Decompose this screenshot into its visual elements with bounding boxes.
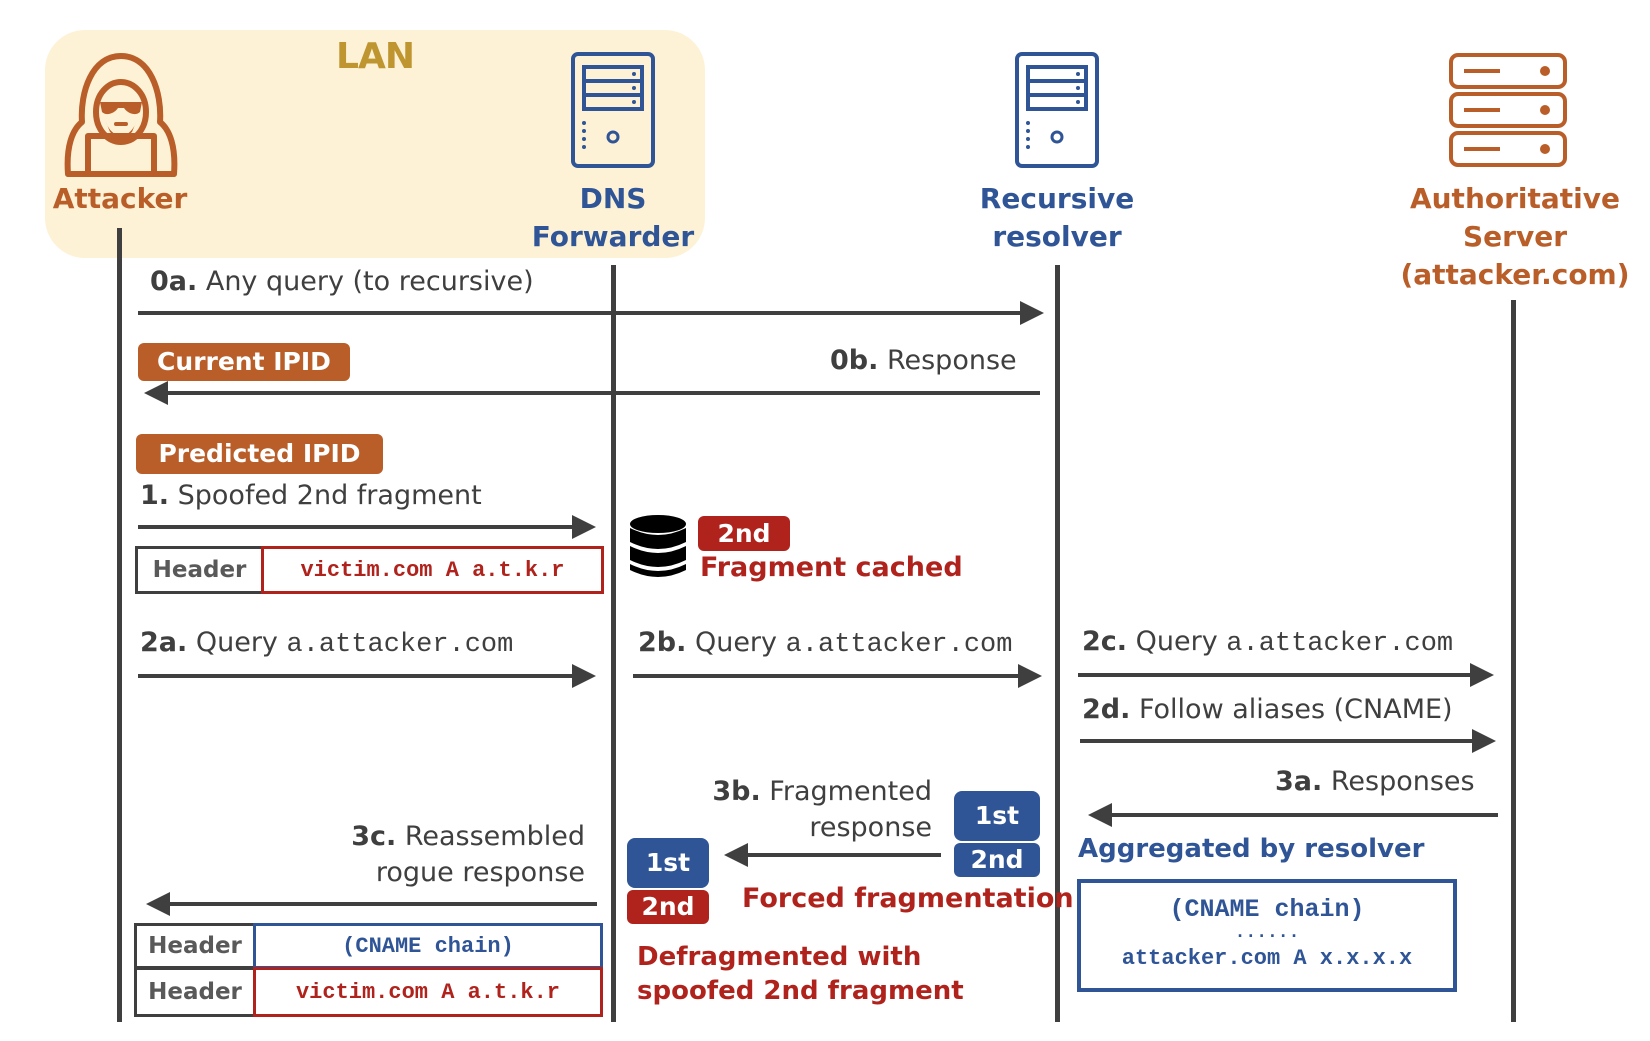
resolver-label: Recursive resolver — [957, 180, 1157, 256]
message-text: Follow aliases (CNAME) — [1130, 694, 1453, 725]
authoritative-label: Authoritative Server (attacker.com) — [1395, 180, 1635, 294]
forwarder-lifeline — [611, 265, 616, 1022]
spoofed-record: victim.com A a.t.k.r — [261, 546, 604, 594]
database-icon — [630, 515, 686, 577]
step-label: 2c. — [1082, 626, 1128, 657]
cached-2nd-badge: 2nd — [698, 516, 790, 551]
server-tower-icon — [1015, 52, 1099, 168]
aggregated-response-box: (CNAME chain) ...... attacker.com A x.x.… — [1077, 879, 1457, 992]
message-text: Fragmented — [760, 776, 932, 807]
authoritative-label-line3: (attacker.com) — [1400, 258, 1630, 291]
message-2a: 2a. Query a.attacker.com — [140, 627, 513, 660]
resolver-label-line2: resolver — [992, 220, 1122, 253]
authoritative-lifeline — [1511, 300, 1516, 1022]
aggregated-label: Aggregated by resolver — [1078, 834, 1425, 864]
message-2d: 2d. Follow aliases (CNAME) — [1082, 694, 1453, 725]
ellipsis-text: ...... — [1234, 923, 1300, 943]
lan-label: LAN — [336, 36, 415, 77]
message-0b: 0b. Response — [830, 345, 1017, 376]
step-label: 2d. — [1082, 694, 1131, 725]
authoritative-label-line2: Server — [1462, 220, 1567, 253]
message-2c: 2c. Query a.attacker.com — [1082, 626, 1453, 659]
current-ipid-badge: Current IPID — [138, 343, 350, 381]
step-label: 3b. — [712, 776, 761, 807]
step-label: 2b. — [638, 627, 687, 658]
packet-header: Header — [135, 546, 264, 594]
defragmented-label: Defragmented with spoofed 2nd fragment — [637, 940, 964, 1008]
server-tower-icon — [571, 52, 655, 168]
message-3a: 3a. Responses — [1275, 766, 1475, 797]
cname-chain-record: (CNAME chain) — [253, 923, 603, 969]
message-0a: 0a. Any query (to recursive) — [150, 266, 534, 297]
message-3b: 3b. Fragmented response — [700, 774, 932, 846]
authoritative-label-line1: Authoritative — [1409, 182, 1621, 215]
resolver-lifeline — [1055, 265, 1060, 1022]
packet-header: Header — [134, 967, 256, 1017]
cname-chain-text: (CNAME chain) — [1169, 895, 1365, 924]
message-text: Any query (to recursive) — [197, 266, 534, 297]
message-3c: 3c. Reassembled rogue response — [300, 819, 585, 891]
resolver-label-line1: Recursive — [979, 182, 1135, 215]
forced-fragmentation-label: Forced fragmentation — [742, 883, 1074, 914]
predicted-ipid-badge: Predicted IPID — [136, 434, 383, 474]
step-label: 3c. — [351, 821, 397, 852]
step-label: 2a. — [140, 627, 188, 658]
step-label: 0b. — [830, 345, 879, 376]
step-label: 3a. — [1275, 766, 1323, 797]
packet-header: Header — [134, 923, 256, 969]
forwarder-label-line1: DNS — [579, 182, 647, 215]
message-1: 1. Spoofed 2nd fragment — [140, 480, 482, 511]
attacker-label: Attacker — [52, 182, 188, 215]
defrag-2nd-badge: 2nd — [627, 890, 709, 924]
defrag-1st-badge: 1st — [627, 838, 709, 888]
message-text: Spoofed 2nd fragment — [169, 480, 482, 511]
spoofed-record: victim.com A a.t.k.r — [253, 967, 603, 1017]
domain-code: a.attacker.com — [785, 630, 1013, 660]
attacker-lifeline — [117, 228, 122, 1022]
message-text: Query — [686, 627, 786, 658]
message-text: Query — [1127, 626, 1227, 657]
fragment-1st-badge: 1st — [954, 791, 1040, 841]
message-text: response — [809, 812, 932, 843]
message-text: Query — [187, 627, 287, 658]
defragmented-line2: spoofed 2nd fragment — [637, 976, 964, 1006]
message-text: rogue response — [375, 857, 585, 888]
step-label: 1. — [140, 480, 170, 511]
defragmented-line1: Defragmented with — [637, 942, 922, 972]
server-rack-icon — [1449, 53, 1567, 167]
domain-code: a.attacker.com — [1226, 629, 1454, 659]
message-2b: 2b. Query a.attacker.com — [638, 627, 1012, 660]
forwarder-label: DNS Forwarder — [513, 180, 713, 256]
fragment-2nd-badge: 2nd — [954, 843, 1040, 877]
message-text: Reassembled — [396, 821, 585, 852]
fragment-cached-label: Fragment cached — [700, 552, 963, 583]
hacker-icon — [64, 53, 178, 177]
domain-code: a.attacker.com — [286, 630, 514, 660]
message-text: Response — [878, 345, 1017, 376]
forwarder-label-line2: Forwarder — [531, 220, 695, 253]
step-label: 0a. — [150, 266, 198, 297]
message-text: Responses — [1322, 766, 1475, 797]
a-record-text: attacker.com A x.x.x.x — [1121, 946, 1413, 971]
